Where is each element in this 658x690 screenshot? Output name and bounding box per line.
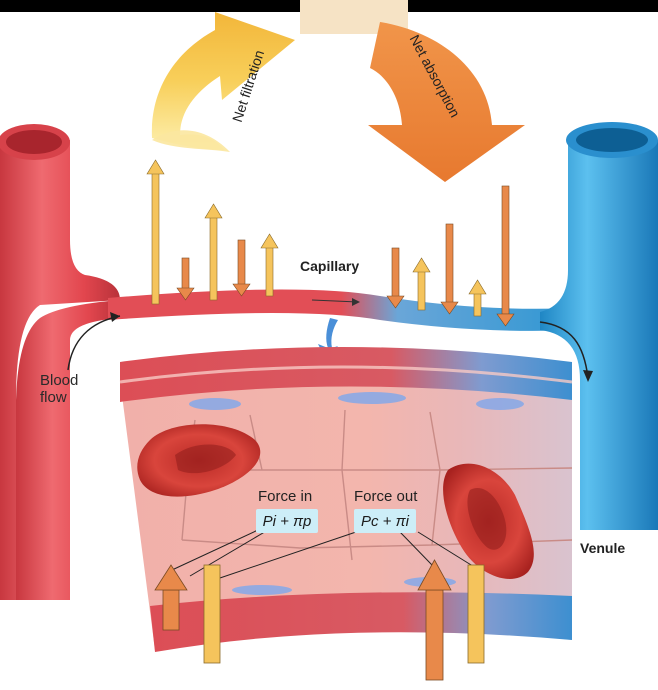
outward-arrow [147, 160, 164, 304]
blood-flow-label: Blood flow [40, 372, 78, 406]
outward-arrow [205, 204, 222, 300]
force-in-label: Force in [258, 488, 312, 505]
force-in-formula: Pi + πp [256, 509, 318, 533]
inward-arrow [441, 224, 458, 314]
outward-arrow [261, 234, 278, 296]
capillary-label: Capillary [300, 258, 359, 274]
arteriole-vessel [0, 124, 120, 600]
venule-label: Venule [580, 540, 625, 556]
capillary-inset [120, 347, 572, 680]
force-out-arrow [468, 565, 484, 663]
inward-arrow [233, 240, 250, 296]
blood-flow-label-line1: Blood [40, 372, 78, 389]
inward-arrow [387, 248, 404, 308]
force-out-formula: Pc + πi [354, 509, 416, 533]
inward-arrow [497, 186, 514, 326]
blood-flow-label-line2: flow [40, 389, 78, 406]
force-out-arrow [204, 565, 220, 663]
force-out-label: Force out [354, 488, 417, 505]
